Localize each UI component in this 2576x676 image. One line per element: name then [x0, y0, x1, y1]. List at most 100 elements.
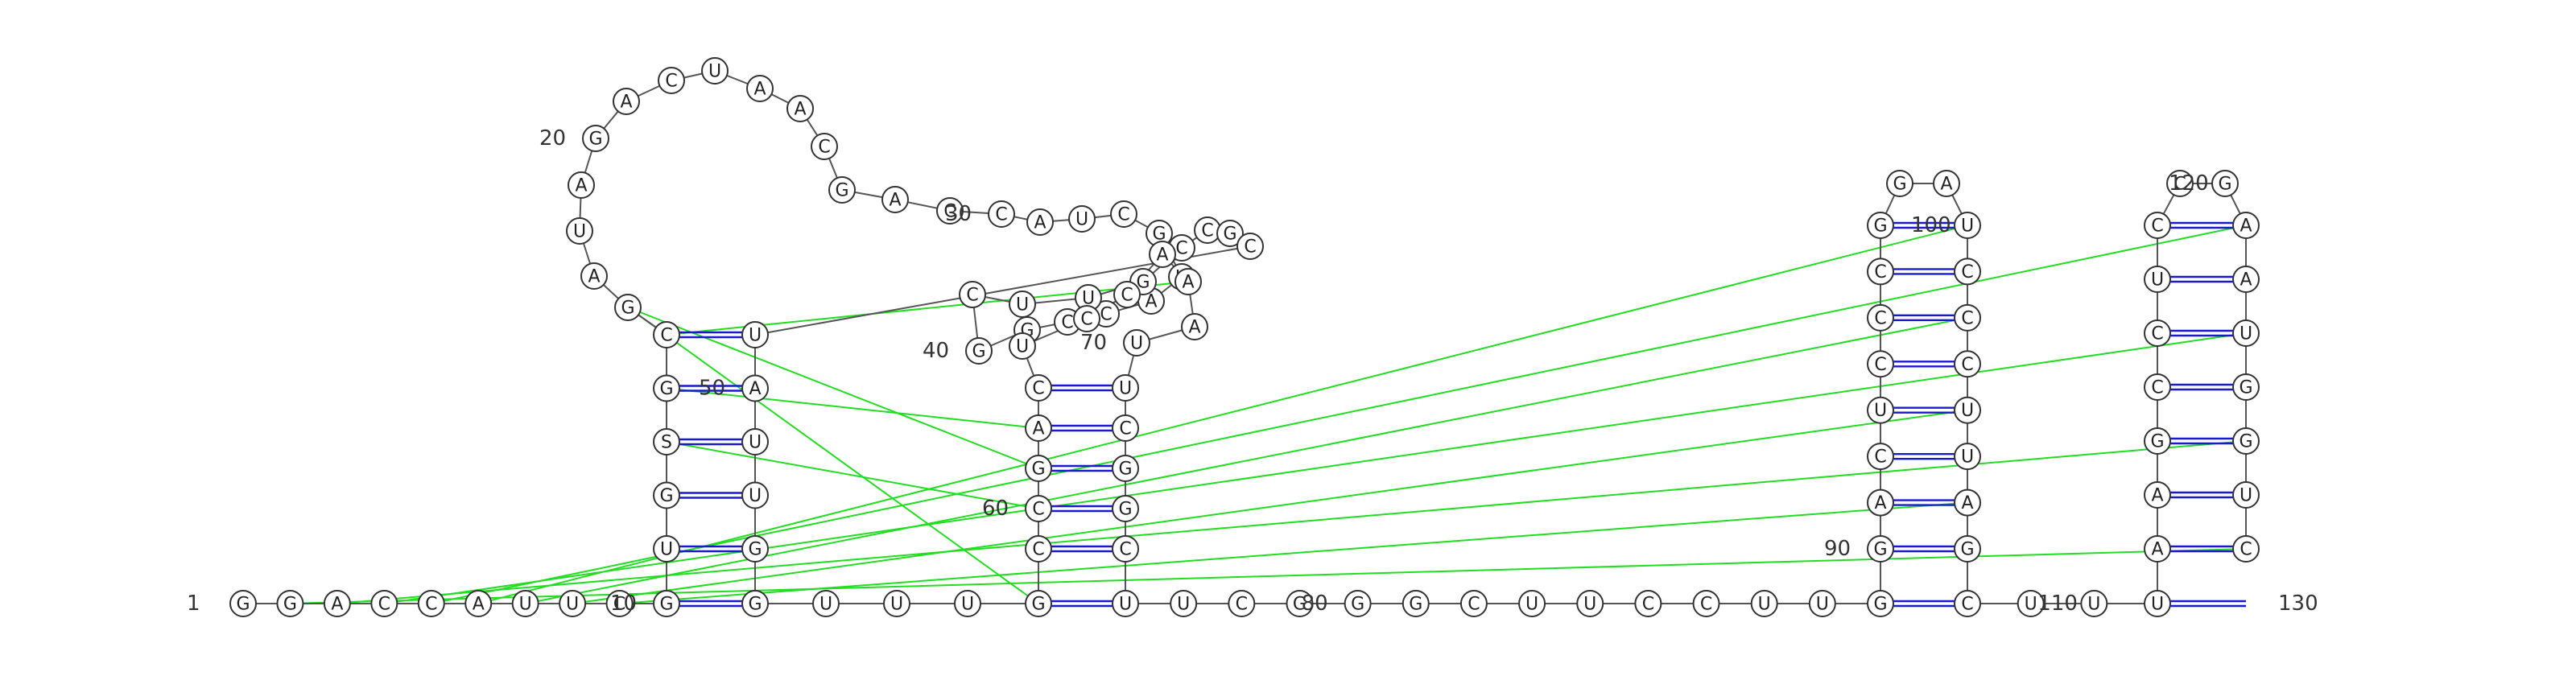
- nucleotide-circle: [1867, 212, 1894, 239]
- nucleotide-letter: A: [2240, 216, 2252, 237]
- nucleotide-circle: [580, 262, 608, 290]
- nucleotide-letter: U: [566, 595, 579, 615]
- nucleotide: C: [2232, 535, 2260, 563]
- nucleotide-letter: A: [1156, 245, 1168, 266]
- nucleotide-letter: U: [1758, 595, 1771, 615]
- nucleotide: U: [1075, 284, 1102, 311]
- nucleotide-circle: [2144, 590, 2171, 617]
- nucleotide-letter: S: [661, 433, 672, 453]
- nucleotide-letter: A: [473, 595, 485, 615]
- nucleotide: U: [511, 590, 539, 617]
- nucleotide-letter: A: [588, 267, 600, 287]
- nucleotide-circle: [746, 75, 774, 102]
- nucleotide-letter: U: [708, 62, 721, 82]
- nucleotide-letter: G: [1031, 595, 1045, 615]
- nucleotide: A: [1181, 313, 1208, 340]
- nucleotide-letter: C: [660, 326, 672, 346]
- nucleotide-letter: C: [1080, 310, 1092, 330]
- nucleotide: U: [701, 57, 729, 84]
- nucleotide-letter: C: [1100, 305, 1112, 325]
- nucleotide-circle: [1954, 488, 1981, 517]
- nucleotide: G: [653, 374, 680, 402]
- nucleotide: U: [812, 590, 840, 617]
- position-label: 110: [2037, 592, 2078, 616]
- nucleotide-circle: [2232, 266, 2260, 293]
- nucleotide-letter: C: [1961, 595, 1973, 615]
- nucleotide-circle: [1867, 443, 1894, 471]
- nucleotide-letter: G: [659, 379, 673, 399]
- nucleotide-letter: G: [748, 595, 762, 615]
- nucleotide-circle: [828, 176, 856, 204]
- nucleotide-letter: U: [1177, 595, 1190, 615]
- nucleotide-letter: U: [1961, 401, 1974, 421]
- nucleotide: G: [1402, 590, 1430, 617]
- nucleotide-letter: A: [1032, 419, 1044, 439]
- nucleotide-circle: [1808, 590, 1836, 617]
- nucleotide-letter: G: [1893, 175, 1906, 195]
- nucleotide-letter: G: [1118, 460, 1132, 480]
- nucleotide: C: [959, 281, 986, 308]
- nucleotide: U: [741, 481, 769, 509]
- nucleotide: C: [1110, 200, 1137, 228]
- nucleotide: C: [1194, 216, 1221, 244]
- tertiary-interaction-line: [572, 409, 1968, 604]
- nucleotide: G: [1112, 455, 1139, 482]
- nucleotide-circle: [1009, 291, 1036, 318]
- nucleotide: G: [614, 294, 642, 321]
- nucleotide-letter: A: [331, 595, 343, 615]
- nucleotide-circle: [559, 590, 587, 617]
- nucleotide-circle: [1692, 590, 1720, 617]
- nucleotide-circle: [1576, 590, 1604, 617]
- nucleotide-circle: [1025, 535, 1052, 563]
- nucleotide: G: [653, 590, 680, 617]
- nucleotide-letter: C: [1244, 237, 1256, 258]
- nucleotide-letter: C: [1874, 308, 1886, 328]
- nucleotide: A: [580, 262, 608, 290]
- position-label: 1: [187, 592, 200, 616]
- nucleotide-circle: [2232, 481, 2260, 509]
- nucleotide-circle: [653, 481, 680, 509]
- nucleotide-circle: [811, 133, 838, 160]
- position-label: 120: [2169, 171, 2209, 196]
- nucleotide-letter: U: [1583, 595, 1596, 615]
- nucleotide-circle: [323, 590, 351, 617]
- nucleotide-circle: [653, 321, 680, 348]
- nucleotide: U: [2144, 590, 2171, 617]
- nucleotide-circle: [1113, 281, 1141, 308]
- nucleotide-letter: U: [819, 595, 832, 615]
- nucleotide-circle: [741, 428, 769, 455]
- nucleotide-letter: G: [972, 342, 985, 362]
- nucleotide: U: [1009, 291, 1036, 318]
- nucleotide-circle: [812, 590, 840, 617]
- nucleotide-circle: [2144, 212, 2171, 239]
- nucleotide: C: [936, 197, 964, 225]
- nucleotide-letter: A: [1182, 273, 1194, 293]
- nucleotide-letter: C: [1874, 447, 1886, 468]
- nucleotide-circle: [2232, 427, 2260, 455]
- nucleotide: U: [1112, 374, 1139, 402]
- nucleotide: G: [1344, 590, 1372, 617]
- nucleotide-circle: [1518, 590, 1546, 617]
- nucleotide: C: [1112, 535, 1139, 563]
- nucleotide-letter: G: [2239, 432, 2252, 452]
- nucleotide-letter: A: [2151, 540, 2163, 560]
- nucleotide-circle: [2211, 170, 2239, 197]
- base-pair-layer: [667, 221, 2246, 608]
- nucleotide-letter: C: [1700, 595, 1712, 615]
- nucleotide-circle: [1886, 170, 1913, 197]
- nucleotide-letter: U: [749, 326, 762, 346]
- nucleotide-circle: [2144, 481, 2171, 509]
- nucleotide-circle: [954, 590, 981, 617]
- nucleotide: U: [1954, 212, 1981, 239]
- nucleotide-circle: [2080, 590, 2108, 617]
- nucleotide: A: [613, 88, 640, 115]
- position-label: 70: [1080, 331, 1107, 355]
- nucleotide-circle: [653, 428, 680, 455]
- nucleotide: U: [1009, 332, 1036, 360]
- nucleotide-letter: U: [749, 486, 762, 506]
- nucleotide-letter: C: [1961, 355, 1973, 375]
- nucleotide-letter: G: [1223, 225, 1236, 245]
- nucleotide: G: [276, 590, 304, 617]
- nucleotide-letter: G: [659, 486, 673, 506]
